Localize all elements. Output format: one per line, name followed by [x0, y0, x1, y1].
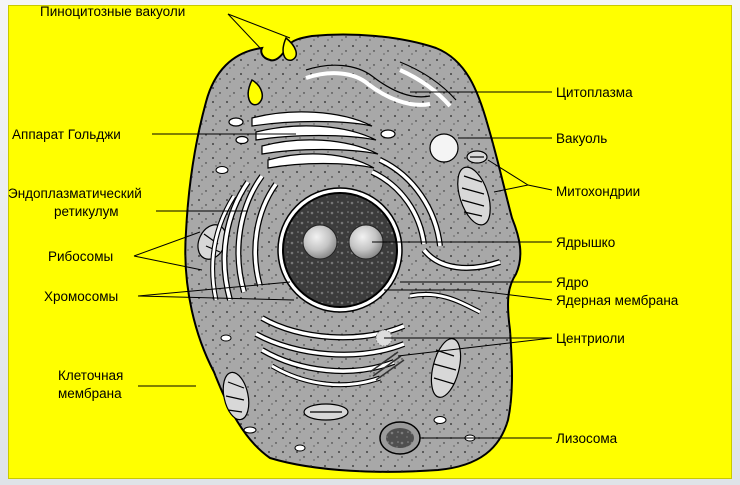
- label-nucleolus: Ядрышко: [556, 235, 615, 250]
- label-pinocytic-vacuoles: Пиноцитозные вакуоли: [40, 4, 185, 19]
- vacuole: [430, 134, 458, 162]
- label-mitochondria: Митохондрии: [556, 184, 640, 199]
- label-cell-membrane-line2: мембрана: [58, 386, 122, 401]
- label-ribosomes: Рибосомы: [48, 249, 113, 264]
- label-cell-membrane-line1: Клеточная: [58, 368, 123, 383]
- lysosome: [380, 422, 420, 454]
- nucleolus: [303, 225, 337, 259]
- label-centrioles: Центриоли: [556, 331, 625, 346]
- label-vacuole: Вакуоль: [556, 131, 607, 146]
- label-chromosomes: Хромосомы: [44, 289, 118, 304]
- label-nuclear-membrane: Ядерная мембрана: [556, 293, 679, 308]
- nucleus: [278, 188, 402, 312]
- mitochondrion: [304, 404, 348, 420]
- label-cytoplasm: Цитоплазма: [556, 85, 633, 100]
- label-nucleus: Ядро: [556, 275, 589, 290]
- mitochondrion: [467, 151, 487, 163]
- label-er-line1: Эндоплазматический: [8, 186, 142, 201]
- label-er-line2: ретикулум: [54, 204, 119, 219]
- label-lysosome: Лизосома: [556, 431, 618, 446]
- label-golgi-apparatus: Аппарат Гольджи: [12, 127, 121, 142]
